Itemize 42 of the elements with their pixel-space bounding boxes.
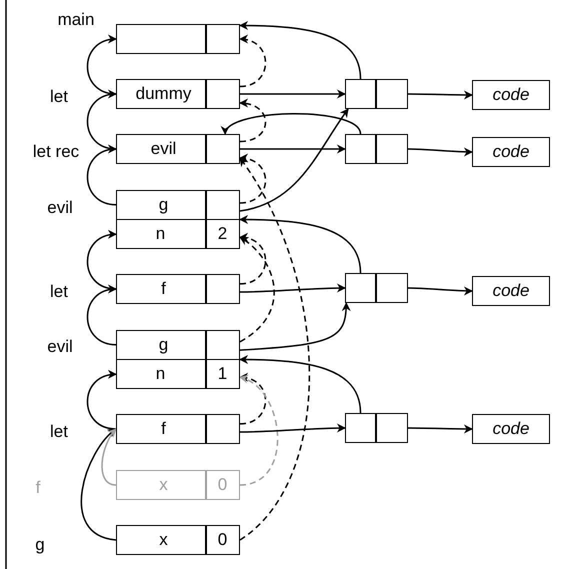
dashed-arrow [239, 374, 266, 425]
frame-label: let [50, 282, 68, 302]
frame-label: evil [47, 337, 73, 357]
arrow [239, 21, 362, 80]
arrow [86, 90, 117, 150]
frame-label: let [50, 422, 68, 442]
arrow [240, 108, 349, 212]
arrow [86, 286, 117, 346]
frame-label: evil [47, 198, 73, 218]
arrow [86, 36, 117, 95]
frame-label: g [35, 535, 45, 555]
code-box: code [472, 276, 550, 306]
arrow [239, 355, 362, 414]
code-box: code [472, 137, 550, 167]
dashed-arrow [239, 36, 266, 88]
arrow [408, 90, 473, 100]
frame-label: main [58, 10, 94, 30]
dashed-arrow [239, 376, 278, 486]
dashed-arrow [239, 236, 275, 342]
code-box: code [472, 414, 550, 444]
code-box: code [472, 80, 550, 110]
frame-label: f [36, 478, 40, 498]
frame-label: let rec [32, 142, 80, 162]
arrow [101, 428, 117, 486]
arrow [408, 424, 473, 434]
arrow [408, 286, 473, 296]
arrow [240, 302, 350, 351]
arrow [240, 90, 346, 98]
arrow [408, 147, 473, 156]
arrow [80, 428, 117, 541]
dashed-arrow [239, 99, 266, 142]
dashed-arrow [239, 157, 310, 541]
arrow [86, 370, 117, 430]
dashed-arrow [239, 154, 266, 204]
arrow [240, 284, 346, 293]
arrow [240, 424, 346, 433]
dashed-arrow [239, 234, 266, 285]
arrow [239, 215, 362, 274]
arrow [86, 230, 117, 290]
frame-label: let [50, 87, 68, 107]
arrow [86, 146, 117, 206]
arrow [240, 144, 346, 154]
